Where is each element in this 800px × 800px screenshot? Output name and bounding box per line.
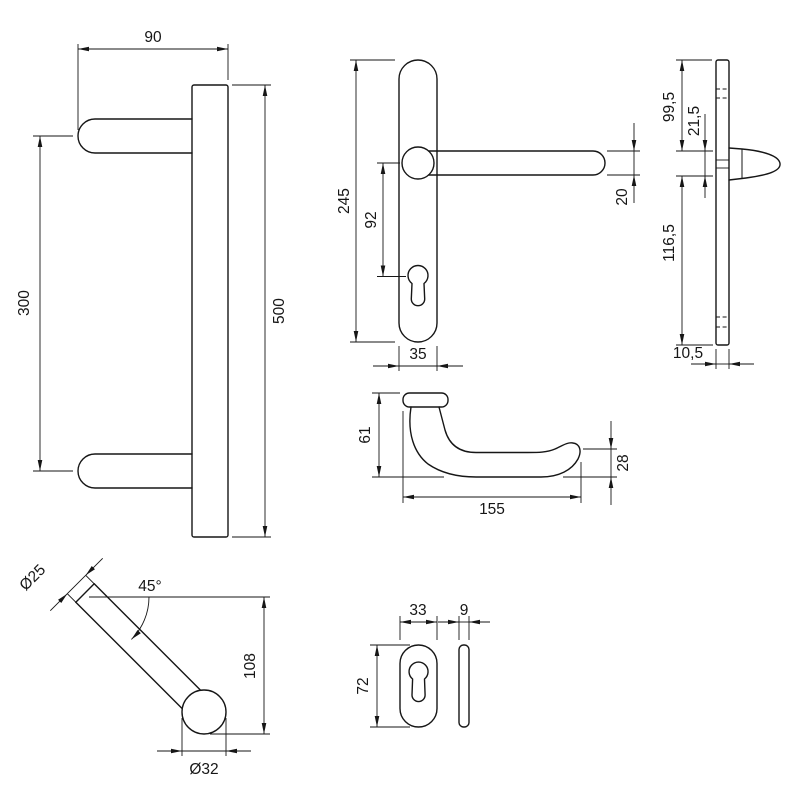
- dim-label-end-diameter: Ø32: [189, 761, 218, 778]
- dim-label-tube-diameter: Ø25: [16, 561, 49, 594]
- pull-backplate: [191, 84, 229, 538]
- grip-tube-edge: [75, 601, 183, 710]
- dim-label-angle: 45°: [138, 578, 161, 595]
- escutcheon-plate: [399, 644, 438, 728]
- dim-label-grip-spacing: 300: [16, 290, 33, 316]
- dim-projection: 90: [77, 29, 229, 130]
- dim-axis-distance: 92: [363, 162, 406, 277]
- dim-label-axis-distance: 92: [363, 211, 380, 228]
- pull-grip-top: [77, 118, 193, 154]
- dim-grip-end: 28: [563, 421, 632, 505]
- angle-arc: [131, 596, 150, 640]
- leader-line: [85, 557, 104, 576]
- dim-lever-thickness: 20: [607, 123, 640, 206]
- euro-cylinder-hole: [407, 264, 429, 307]
- extension-line: [66, 593, 77, 603]
- view-grip-detail: Ø25 45° 108 Ø32: [16, 557, 270, 778]
- profile-handle: [728, 147, 781, 181]
- dim-plate-height: 245: [336, 59, 395, 343]
- extension-line: [85, 574, 95, 585]
- dim-label-handle-base: 21,5: [686, 106, 703, 136]
- dim-label-plate-height: 500: [271, 298, 288, 324]
- dim-bottom-offset: 116,5: [661, 176, 713, 346]
- lever-top-cap: [402, 392, 449, 408]
- lever-top-body: [409, 406, 581, 478]
- view-plate-side-profile: 99,5 21,5 116,5 10,5: [661, 59, 781, 369]
- dim-label-lever-thickness: 20: [614, 188, 631, 206]
- escutcheon-side: [458, 644, 470, 728]
- dim-label-plate-height: 245: [336, 188, 353, 214]
- grip-tube-end: [75, 583, 95, 603]
- view-lever-top: 61 28 155: [357, 392, 632, 518]
- grip-end-ball: [181, 689, 227, 735]
- view-pull-handle-side: 90 300 500: [16, 29, 288, 538]
- pull-grip-bottom: [77, 453, 193, 489]
- dim-label-width: 33: [409, 602, 426, 619]
- dim-label-projection: 90: [144, 29, 162, 46]
- dim-angle: 45°: [89, 578, 270, 640]
- dim-label-drop-height: 108: [242, 653, 259, 679]
- dim-height: 72: [355, 644, 410, 728]
- dim-drop-height: 108: [210, 597, 270, 735]
- dim-top-offset: 99,5: [661, 59, 713, 152]
- dim-label-bottom-offset: 116,5: [661, 224, 678, 262]
- view-lever-plate-front: 245 92 20 35: [336, 59, 640, 371]
- dim-label-height: 72: [355, 677, 372, 694]
- profile-plate: [715, 59, 730, 346]
- dim-label-grip-end: 28: [615, 454, 632, 471]
- dim-label-plate-width: 35: [409, 346, 426, 363]
- lever-plate: [398, 59, 438, 343]
- dim-label-plate-thickness: 10,5: [673, 345, 703, 362]
- dim-height: 61: [357, 392, 444, 478]
- grip-tube-edge: [93, 583, 202, 691]
- view-escutcheon: 33 9 72: [355, 602, 490, 728]
- dim-end-diameter: Ø32: [157, 718, 251, 778]
- dim-plate-width: 35: [373, 346, 463, 371]
- dim-grip-spacing: 300: [16, 135, 73, 472]
- leader-line: [49, 593, 68, 612]
- dim-width: 33: [399, 602, 438, 640]
- dim-thickness: 9: [438, 602, 490, 640]
- dim-label-length: 155: [479, 501, 505, 518]
- lever-rose: [401, 146, 435, 180]
- dim-label-thickness: 9: [460, 602, 469, 619]
- dimension-line: [66, 574, 87, 595]
- euro-cylinder-hole: [408, 661, 429, 703]
- dim-label-top-offset: 99,5: [661, 92, 678, 122]
- lever-handle: [427, 150, 606, 176]
- dim-plate-height: 500: [232, 84, 288, 538]
- dim-label-height: 61: [357, 426, 374, 443]
- dim-length: 155: [402, 411, 582, 518]
- dim-tube-diameter: Ø25: [16, 557, 104, 612]
- dim-plate-thickness: 10,5: [673, 345, 754, 369]
